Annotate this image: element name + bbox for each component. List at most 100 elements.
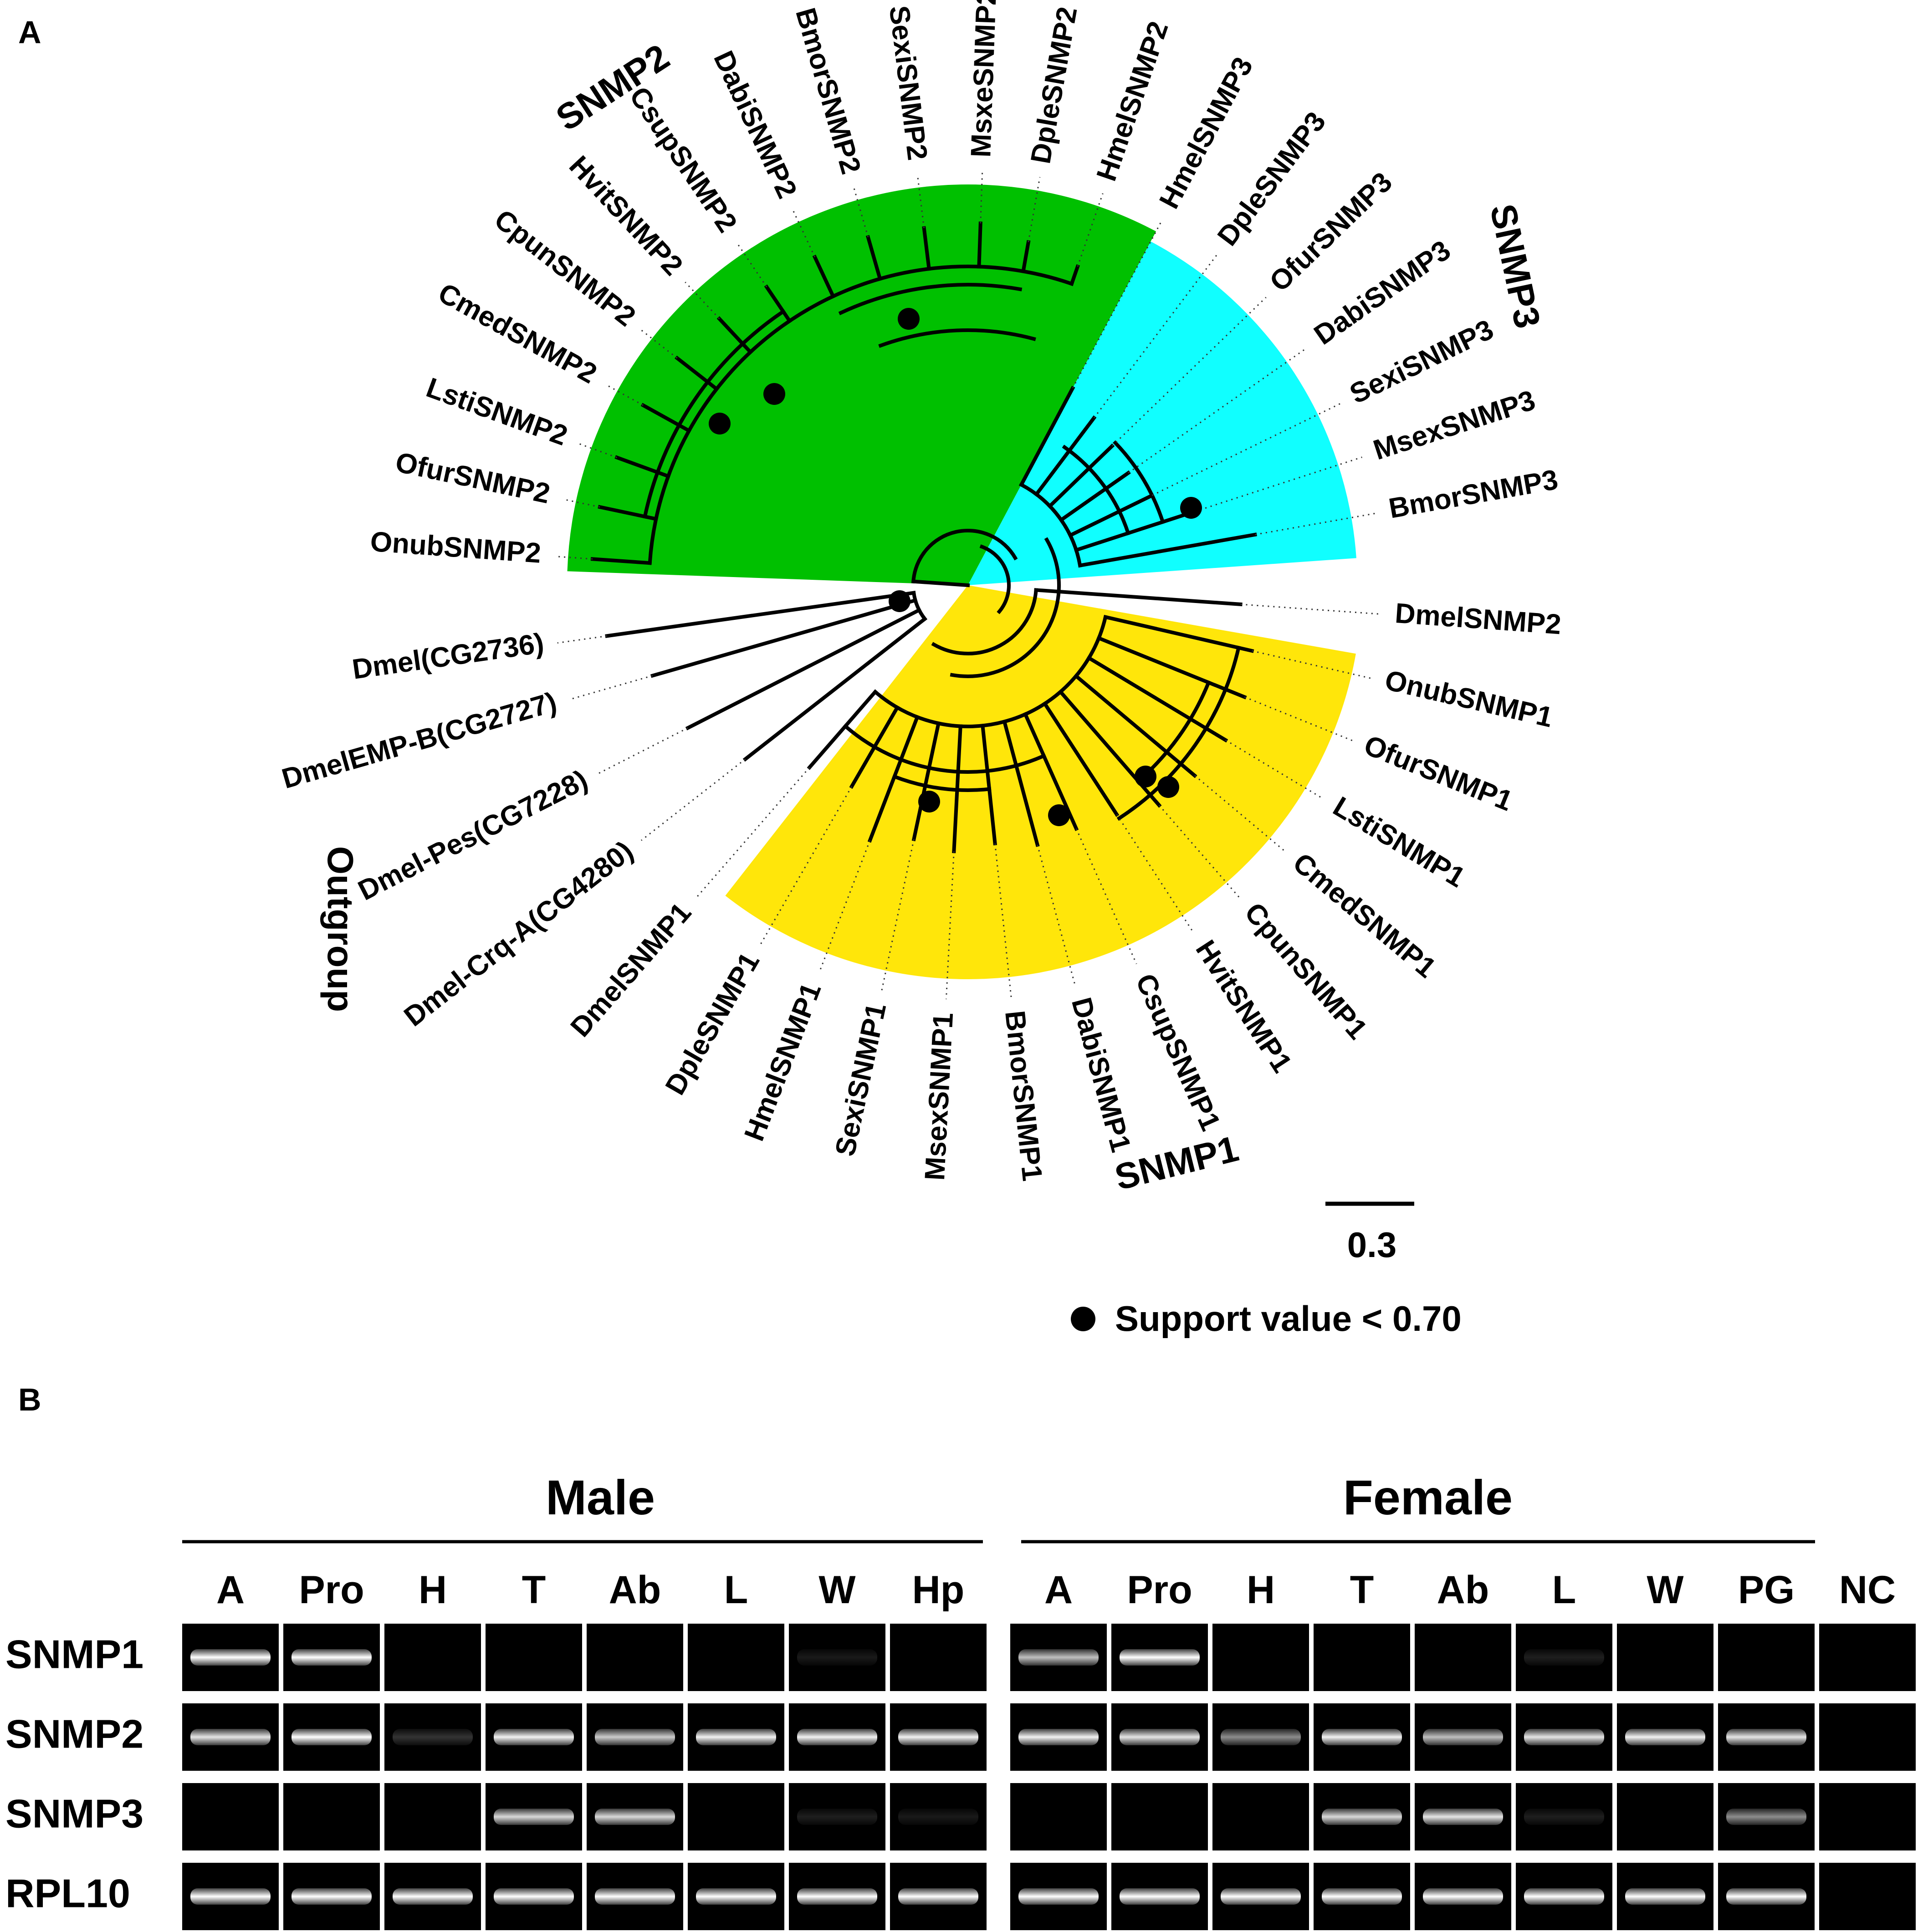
gel-lane — [688, 1783, 784, 1850]
branch-bmorsnmp1 — [981, 723, 997, 846]
branch-bmorsnmp2 — [865, 235, 883, 281]
leaf-label-dmel-cg2736: Dmel(CG2736) — [350, 628, 546, 685]
leaf-label-lstisnmp1: LstiSNMP1 — [1328, 791, 1470, 894]
gel-lane — [1617, 1624, 1713, 1691]
leaf-label-dmelsnmp1: DmelSNMP1 — [565, 897, 698, 1043]
branch-hmelsnmp3 — [1018, 385, 1075, 487]
gel-band — [797, 1729, 877, 1745]
branch-sexisnmp3 — [1068, 493, 1155, 538]
gene-label-rpl10: RPL10 — [5, 1871, 130, 1916]
branch-dabisnmp2 — [812, 255, 836, 299]
gel-band — [1524, 1809, 1604, 1825]
group-header-female: Female — [1343, 1470, 1513, 1525]
branch-sexisnmp1 — [911, 721, 941, 842]
leaf-label-dplesnmp1: DpleSNMP1 — [660, 947, 766, 1100]
gel-lane — [1819, 1624, 1916, 1691]
gene-label-snmp1: SNMP1 — [5, 1631, 143, 1676]
lane-label-female-l: L — [1552, 1568, 1576, 1612]
support-dot — [898, 308, 920, 330]
gel-band — [1423, 1729, 1503, 1745]
outgroup-clade-label: Outgroup — [320, 846, 361, 1012]
lane-label-female-ab: Ab — [1437, 1568, 1489, 1612]
branch-csupsnmp2 — [764, 284, 793, 324]
branch-dmel-pes-cg7228 — [685, 608, 922, 731]
snmp3-clade-sector — [968, 241, 1356, 585]
gel-lane — [1819, 1783, 1916, 1850]
gel-band — [1524, 1729, 1604, 1745]
branch-sexisnmp2 — [922, 226, 931, 271]
panel-b-label: B — [18, 1382, 41, 1417]
lane-label-male-ab: Ab — [609, 1568, 661, 1612]
support-dot — [1157, 776, 1179, 798]
leaf-label-dmelsnmp2: DmelSNMP2 — [1394, 598, 1562, 640]
leaf-label-onubsnmp2: OnubSNMP2 — [369, 526, 542, 569]
branch-ofursnmp3 — [1047, 443, 1115, 509]
gel-band — [696, 1888, 776, 1905]
branch-hmelsnmp1 — [867, 715, 920, 843]
leaf-label-hmelsnmp2: HmelSNMP2 — [1091, 17, 1175, 185]
gel-band — [797, 1649, 877, 1666]
branch-onubsnmp1 — [1103, 614, 1254, 653]
branch-hmelsnmp2 — [1069, 264, 1080, 286]
branch-cmedsnmp1 — [1073, 673, 1197, 778]
gel-band — [190, 1649, 271, 1666]
gel-band — [1322, 1809, 1402, 1825]
lane-label-male-pro: Pro — [299, 1568, 364, 1612]
branch-dabisnmp1 — [1002, 719, 1040, 847]
snmp3-clade-label: SNMP3 — [1483, 200, 1548, 332]
support-dot — [763, 383, 785, 405]
gel-band — [595, 1888, 675, 1905]
lane-label-male-l: L — [724, 1568, 748, 1612]
gel-band — [898, 1888, 978, 1905]
leaf-label-msexsnmp1: MsexSNMP1 — [919, 1012, 959, 1181]
gel-band — [1423, 1888, 1503, 1905]
leaf-label-ofursnmp1: OfurSNMP1 — [1360, 729, 1517, 817]
branch-lstisnmp1 — [1086, 655, 1228, 743]
gel-lane — [1010, 1783, 1107, 1850]
lane-label-male-t: T — [522, 1568, 546, 1612]
gel-lane — [1415, 1624, 1511, 1691]
gel-lane — [1314, 1624, 1410, 1691]
support-dot — [1048, 804, 1070, 826]
gel-band — [1726, 1809, 1806, 1825]
gel-band — [393, 1729, 473, 1745]
gel-lane — [283, 1783, 380, 1850]
phylogenetic-tree: OnubSNMP2OfurSNMP2LstiSNMP2CmedSNMP2Cpun… — [278, 0, 1562, 1198]
leaf-label-msxesnmp2: MsxeSNMP2 — [965, 0, 1002, 158]
gel-lane — [587, 1624, 683, 1691]
gel-band — [1524, 1888, 1604, 1905]
gel-band — [1524, 1649, 1604, 1666]
gel-band — [292, 1888, 372, 1905]
gene-label-snmp2: SNMP2 — [5, 1711, 143, 1756]
leaf-label-onubsnmp1: OnubSNMP1 — [1382, 664, 1555, 734]
gel-band — [1120, 1649, 1200, 1666]
leaf-label-dplesnmp2: DpleSNMP2 — [1025, 5, 1083, 166]
snmp2-clade-sector — [567, 184, 1156, 585]
lane-label-female-h: H — [1247, 1568, 1275, 1612]
leaf-label-dmelemp-b-cg2727: DmelEMP-B(CG2727) — [278, 686, 560, 795]
branch-msexsnmp1 — [952, 724, 962, 854]
branch-cmedsnmp2 — [640, 403, 692, 434]
gel-band — [494, 1729, 574, 1745]
branch-lstisnmp2 — [614, 455, 671, 479]
gel-band — [898, 1729, 978, 1745]
gel-band — [595, 1809, 675, 1825]
gel-band — [797, 1809, 877, 1825]
branch-dmelsnmp1 — [807, 689, 878, 770]
support-dot — [1180, 497, 1202, 519]
gel-band — [1423, 1809, 1503, 1825]
branch-msexsnmp3 — [1074, 512, 1187, 552]
gel-band — [1120, 1888, 1200, 1905]
tree-branches — [590, 221, 1257, 854]
lane-label-male-a: A — [216, 1568, 245, 1612]
gel-band — [292, 1729, 372, 1745]
branch-onubsnmp2 — [590, 557, 652, 565]
leaf-label-bmorsnmp1: BmorSNMP1 — [999, 1009, 1048, 1183]
gel-band — [494, 1888, 574, 1905]
gene-label-snmp3: SNMP3 — [5, 1791, 143, 1836]
leaf-label-csupsnmp1: CsupSNMP1 — [1130, 969, 1227, 1135]
branch-bmorsnmp3 — [1078, 532, 1257, 568]
gel-band — [1120, 1729, 1200, 1745]
branch-dmelemp-b-cg2727 — [650, 598, 918, 678]
